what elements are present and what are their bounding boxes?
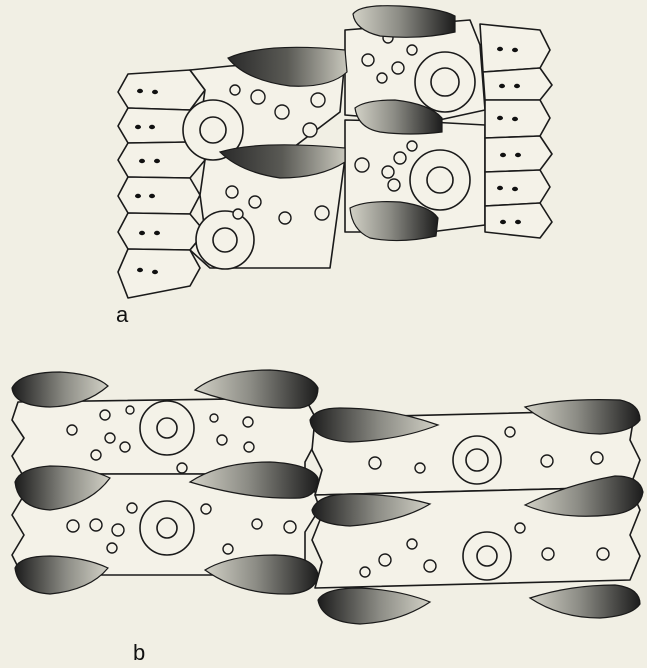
panel-b-diagram: b (12, 370, 643, 665)
panel-b-label: b (133, 640, 145, 665)
panel-a-left-column-plates (118, 70, 205, 298)
panel-a-diagram: a (116, 6, 552, 327)
panel-a-label: a (116, 302, 129, 327)
panel-a-right-column-plates (480, 24, 552, 238)
